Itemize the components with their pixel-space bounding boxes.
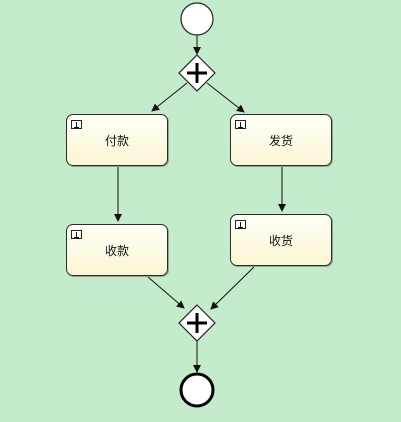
join-gateway[interactable] xyxy=(178,304,216,342)
task-ship[interactable]: 发货 xyxy=(230,114,332,166)
task-receive[interactable]: 收货 xyxy=(230,214,332,266)
subprocess-marker-icon xyxy=(71,230,82,239)
subprocess-marker-icon xyxy=(235,120,246,129)
task-pay[interactable]: 付款 xyxy=(66,114,168,166)
split-gateway[interactable] xyxy=(178,54,216,92)
flow-split-to-pay xyxy=(151,82,188,112)
flow-collect-to-join xyxy=(147,276,185,309)
end-event[interactable] xyxy=(179,372,215,408)
task-label: 发货 xyxy=(268,133,293,148)
task-label: 付款 xyxy=(104,133,129,148)
task-label: 收货 xyxy=(268,233,293,248)
task-label: 收款 xyxy=(104,243,129,258)
flow-receive-to-join xyxy=(210,266,255,310)
subprocess-marker-icon xyxy=(71,120,82,129)
subprocess-marker-icon xyxy=(235,220,246,229)
flow-split-to-ship xyxy=(206,82,245,113)
start-event[interactable] xyxy=(180,2,214,36)
task-collect[interactable]: 收款 xyxy=(66,224,168,276)
